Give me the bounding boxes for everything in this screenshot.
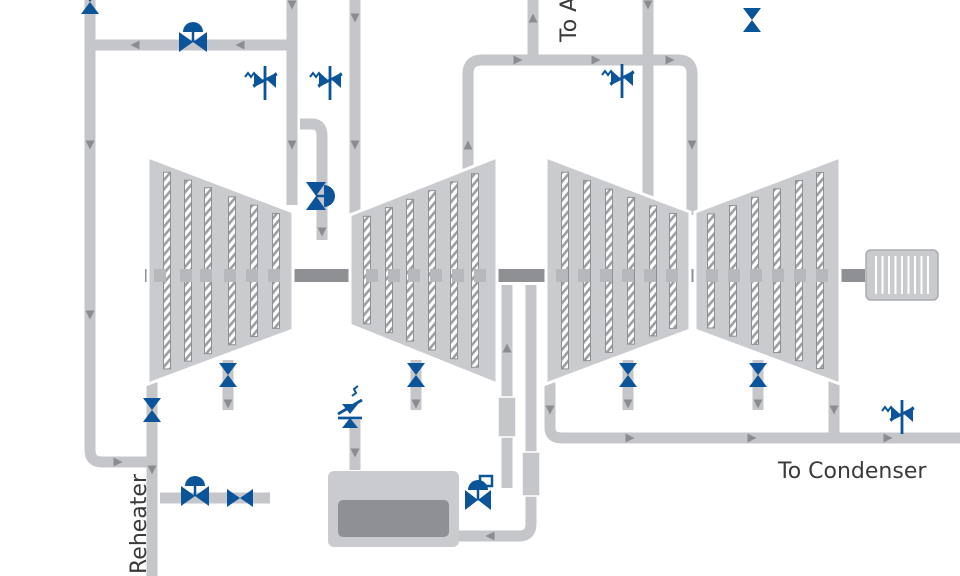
pipe-fitting: [521, 451, 541, 497]
flow-arrow-icon: [235, 40, 245, 50]
shaft-collars: [154, 269, 828, 282]
shaft-collar: [200, 269, 212, 282]
safety-valve-icon: [309, 66, 343, 100]
shaft-collar: [268, 269, 280, 282]
flow-arrow-icon: [287, 0, 297, 10]
flow-arrow-icon: [411, 399, 421, 409]
flow-arrow-icon: [287, 140, 297, 150]
flow-arrow-icon: [223, 399, 233, 409]
generator-fins: [875, 256, 929, 294]
generator: [865, 249, 939, 301]
valves: [81, 0, 915, 510]
pump-icon: [465, 474, 494, 510]
shaft-collar: [474, 269, 486, 282]
flow-arrow-icon: [545, 405, 555, 415]
shaft-collar: [246, 269, 258, 282]
control-valve-icon: [179, 22, 207, 52]
gate-valve-icon: [81, 0, 99, 14]
flow-arrow-icon: [528, 13, 538, 23]
control-valve-icon: [306, 182, 335, 210]
flow-arrow-icon: [747, 433, 757, 443]
flow-arrow-icon: [130, 40, 140, 50]
shaft-collar: [408, 269, 420, 282]
shaft-collar: [644, 269, 656, 282]
flow-arrow-icon: [85, 140, 95, 150]
safety-valve-icon: [601, 64, 635, 98]
pipe-crossover: [462, 54, 698, 215]
shaft-collar: [666, 269, 678, 282]
flow-arrow-icon: [883, 433, 893, 443]
shaft-collar: [180, 269, 192, 282]
flow-arrow-icon: [665, 55, 675, 65]
shaft-collar: [556, 269, 568, 282]
flow-arrow-icon: [502, 343, 512, 353]
flow-arrow-icon: [85, 310, 95, 320]
gate-valve-icon: [227, 489, 253, 507]
flow-arrow-icon: [829, 405, 839, 415]
shaft-collar: [706, 269, 718, 282]
shaft-collar: [816, 269, 828, 282]
turbine-group: [146, 154, 842, 387]
flow-arrow-icon: [643, 0, 653, 10]
safety-valve-icon: [244, 66, 278, 100]
flow-arrow-icon: [687, 140, 697, 150]
shaft-collar: [388, 269, 400, 282]
safety-valve-icon: [337, 385, 363, 428]
gate-valve-icon: [143, 398, 161, 422]
shaft-collar: [750, 269, 762, 282]
label-to-condenser: To Condenser: [777, 459, 927, 484]
shaft-collar: [224, 269, 236, 282]
gate-valve-icon: [743, 8, 761, 32]
label-reheater: Reheater: [127, 473, 152, 574]
gate-valve-icon: [619, 363, 637, 387]
shaft-collar: [772, 269, 784, 282]
gate-valve-icon: [219, 363, 237, 387]
flow-arrow-icon: [350, 448, 360, 458]
shaft-collar: [366, 269, 378, 282]
flow-arrow-icon: [513, 55, 523, 65]
shaft-collar: [452, 269, 464, 282]
shaft-collar: [794, 269, 806, 282]
flow-arrow-icon: [753, 399, 763, 409]
condensate-tank: [328, 471, 459, 547]
pipe-fitting: [497, 396, 517, 438]
safety-valve-icon: [881, 400, 915, 434]
pipe-bypass-hook: [300, 118, 328, 240]
shaft-collar: [430, 269, 442, 282]
flow-arrow-icon: [623, 399, 633, 409]
flow-arrow-icon: [625, 433, 635, 443]
shaft-collar: [600, 269, 612, 282]
shaft-collar: [622, 269, 634, 282]
shaft-collar: [728, 269, 740, 282]
flow-arrow-icon: [591, 55, 601, 65]
flow-arrow-icon: [350, 140, 360, 150]
flow-arrow-icon: [113, 457, 123, 467]
shaft-collar: [154, 269, 166, 282]
flow-arrow-icon: [147, 465, 157, 475]
label-to-a: To A: [557, 0, 582, 43]
flow-arrow-icon: [317, 227, 327, 237]
pipe-left-main: [84, 0, 152, 468]
flow-arrows: [85, 0, 893, 541]
shaft-collar: [578, 269, 590, 282]
pipe-to-condenser: [544, 290, 960, 444]
flow-arrow-icon: [463, 140, 473, 150]
control-valve-icon: [181, 476, 209, 506]
flow-arrow-icon: [485, 531, 495, 541]
pipe-feed-2: [458, 285, 537, 542]
gate-valve-icon: [407, 363, 425, 387]
flow-arrow-icon: [350, 13, 360, 23]
gate-valve-icon: [749, 363, 767, 387]
